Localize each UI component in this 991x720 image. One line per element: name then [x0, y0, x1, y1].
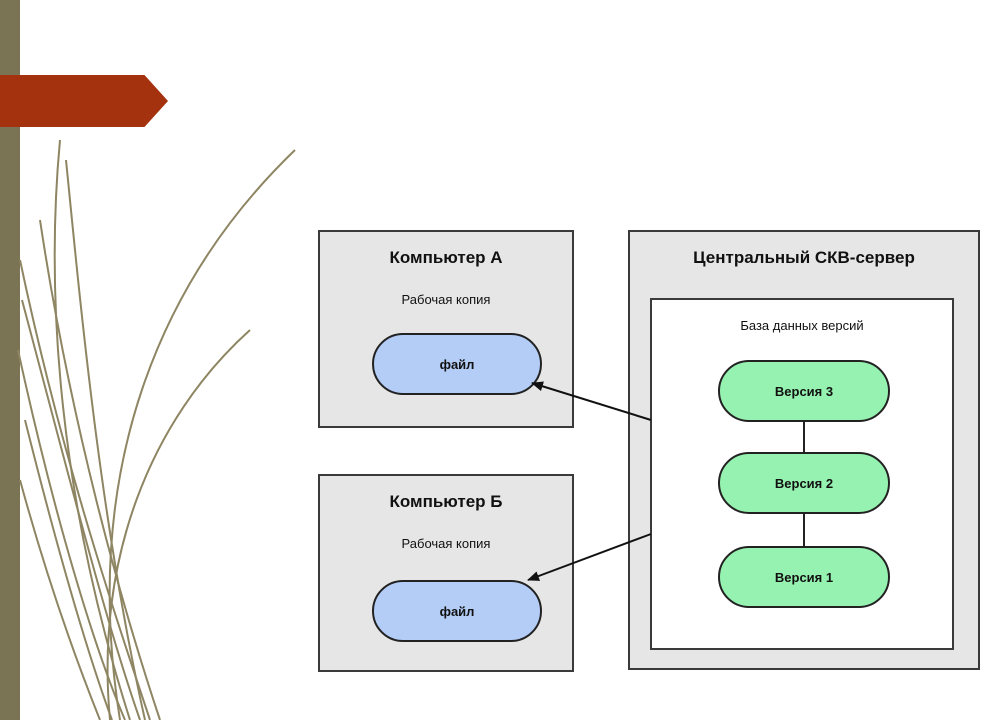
computer-b-working-copy-label: Рабочая копия [401, 536, 491, 551]
computer-a-file-label: файл [439, 356, 475, 372]
version-database-label: База данных версий [740, 318, 864, 333]
computer-a-file: файл [372, 333, 542, 395]
version-2: Версия 2 [718, 452, 890, 514]
version-2-label: Версия 2 [774, 475, 834, 491]
vcs-diagram: Компьютер А Рабочая копия файл Компьютер… [318, 224, 988, 676]
computer-a-working-copy-label: Рабочая копия [401, 292, 491, 307]
computer-b-title: Компьютер Б [389, 492, 503, 511]
computer-b-file-label: файл [439, 603, 475, 619]
slide-title-marker [0, 75, 168, 127]
computer-b-file: файл [372, 580, 542, 642]
checkout-arrows [527, 381, 652, 581]
decorative-grass-curves [17, 139, 296, 720]
version-3-label: Версия 3 [774, 383, 834, 399]
server-title: Центральный СКВ-сервер [693, 248, 915, 267]
version-3: Версия 3 [718, 360, 890, 422]
version-1: Версия 1 [718, 546, 890, 608]
version-database-box: База данных версий Версия 3 Версия 2 Вер… [650, 298, 954, 650]
arrow-to-computer-b [527, 533, 652, 581]
computer-b-box: Компьютер Б Рабочая копия файл [318, 474, 574, 672]
computer-a-box: Компьютер А Рабочая копия файл [318, 230, 574, 428]
computer-a-title: Компьютер А [389, 248, 503, 267]
version-1-label: Версия 1 [774, 569, 834, 585]
version-links [803, 422, 805, 548]
server-box: Центральный СКВ-сервер База данных верси… [628, 230, 980, 670]
arrow-to-computer-a [531, 381, 652, 421]
slide-side-bar [0, 0, 20, 720]
